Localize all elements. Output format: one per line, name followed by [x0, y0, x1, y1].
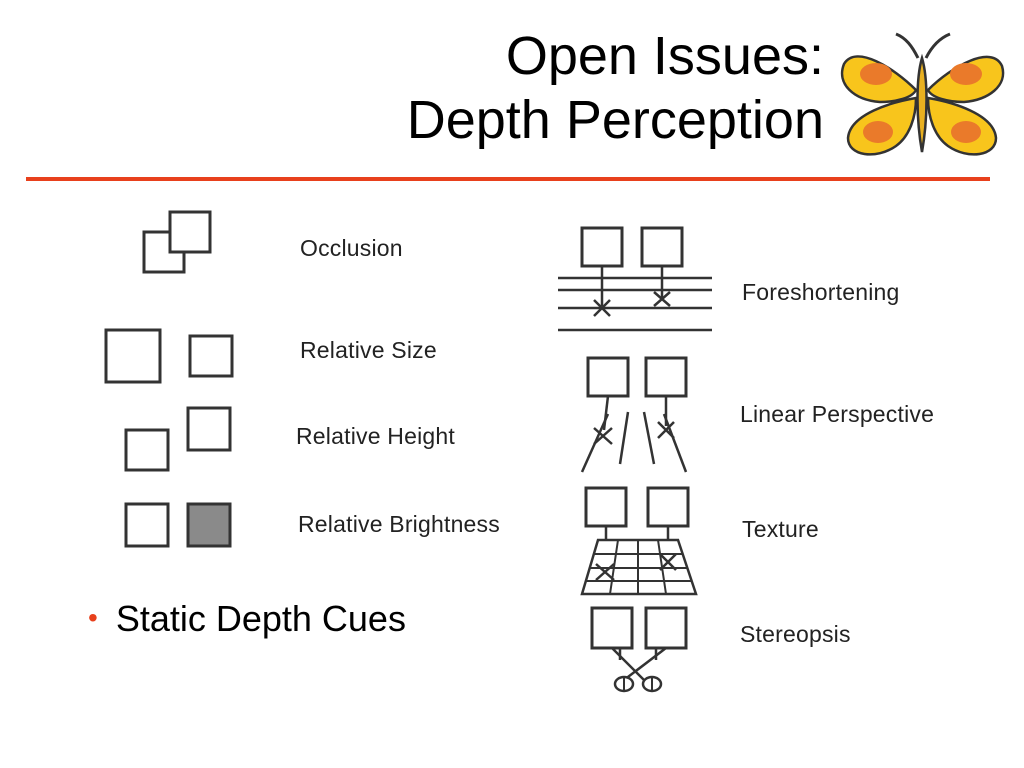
- relative-height-icon: [124, 406, 232, 472]
- label-stereopsis: Stereopsis: [740, 621, 851, 647]
- linear-perspective-icon: [580, 356, 688, 473]
- slide-title: Open Issues: Depth Perception: [264, 24, 824, 152]
- stereopsis-icon: [590, 606, 688, 693]
- label-relative-height: Relative Height: [296, 423, 455, 449]
- label-linear-perspective: Linear Perspective: [740, 401, 935, 427]
- label-occlusion: Occlusion: [300, 235, 403, 261]
- title-line-2: Depth Perception: [406, 90, 824, 150]
- relative-size-icon: [104, 328, 234, 384]
- label-foreshortening: Foreshortening: [742, 279, 900, 305]
- label-relative-size: Relative Size: [300, 337, 437, 363]
- bullet-item: • Static Depth Cues: [88, 598, 406, 640]
- texture-icon: [580, 486, 698, 596]
- relative-brightness-icon: [124, 502, 232, 548]
- foreshortening-icon: [558, 226, 712, 332]
- bullet-text: Static Depth Cues: [115, 598, 406, 639]
- bullet-dot-icon: •: [88, 602, 98, 633]
- label-texture: Texture: [742, 516, 819, 542]
- occlusion-icon: [142, 210, 212, 274]
- butterfly-icon: [841, 32, 1005, 156]
- title-line-1: Open Issues:: [505, 26, 824, 86]
- label-relative-brightness: Relative Brightness: [298, 511, 500, 537]
- title-divider: [26, 177, 990, 181]
